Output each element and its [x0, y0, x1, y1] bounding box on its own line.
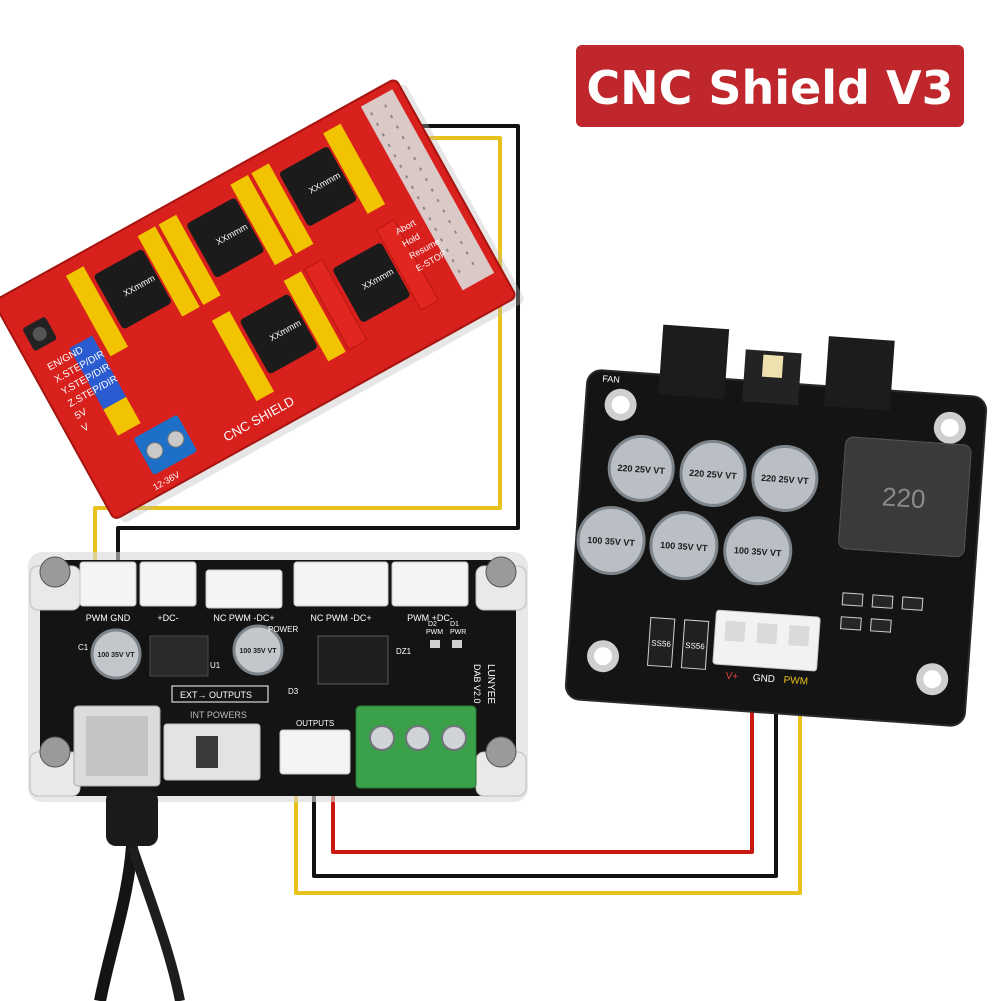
wire-harness	[93, 124, 802, 895]
svg-text:D1: D1	[450, 621, 459, 628]
svg-text:PWM GND: PWM GND	[86, 613, 131, 623]
status-leds: D2 D1 PWM PWR	[426, 621, 466, 648]
inductor	[838, 436, 972, 558]
right-pin-header	[360, 89, 495, 291]
svg-text:PWR: PWR	[450, 629, 466, 636]
outputs-connector	[279, 729, 351, 775]
title-text: CNC Shield V3	[586, 61, 953, 115]
svg-text:100 35V VT: 100 35V VT	[660, 540, 709, 553]
wire-red-out	[331, 690, 754, 854]
fan-input-connector: V+ GND PWM	[712, 609, 821, 688]
svg-text:V: V	[80, 421, 91, 434]
standoffs	[29, 556, 527, 797]
model-label: DAB V2.0	[472, 664, 482, 704]
svg-text:PWM: PWM	[783, 675, 808, 688]
wire-yellow-pwm	[93, 136, 502, 580]
svg-text:220 25V VT: 220 25V VT	[617, 463, 666, 476]
svg-text:GND: GND	[752, 673, 775, 686]
wire-yellow-out	[294, 690, 802, 895]
svg-text:U1: U1	[210, 661, 221, 670]
svg-text:NC PWM -DC+: NC PWM -DC+	[213, 613, 274, 623]
svg-text:+DC-: +DC-	[157, 613, 178, 623]
power-terminal	[134, 415, 197, 475]
controller-board: PWM GND +DC- NC PWM -DC+ NC PWM -DC+ PWM…	[28, 552, 528, 802]
title-badge: CNC Shield V3	[576, 45, 964, 127]
brand-label: LUNYEE	[485, 664, 496, 704]
inductor-label: 220	[881, 481, 926, 514]
green-terminal-block	[355, 705, 477, 789]
svg-text:100 35V VT: 100 35V VT	[98, 652, 136, 659]
outputs-label: OUTPUTS	[296, 719, 334, 728]
svg-text:220 25V VT: 220 25V VT	[689, 468, 738, 481]
chip-label: DZ1	[396, 647, 412, 656]
svg-text:220 25V VT: 220 25V VT	[761, 473, 810, 486]
capacitors-top: 220 25V VT 220 25V VT 220 25V VT	[607, 434, 819, 512]
diode-label-1: SS56	[651, 639, 672, 649]
diode-label-2: SS56	[685, 641, 706, 651]
svg-text:C1: C1	[78, 643, 89, 652]
wire-black-gnd	[116, 124, 520, 580]
int-power-label: INT POWERS	[190, 710, 247, 720]
stepper-driver-slots: XXmmm XXmmm XXmmm XXmmm XXmmm	[65, 123, 440, 402]
svg-text:100 35V VT: 100 35V VT	[587, 535, 636, 548]
svg-text:NC PWM -DC+: NC PWM -DC+	[310, 613, 371, 623]
ext-outputs-label: EXT→ OUTPUTS	[180, 690, 252, 700]
svg-text:5V: 5V	[73, 406, 89, 422]
svg-text:100 35V VT: 100 35V VT	[734, 545, 783, 558]
top-connectors: PWM GND +DC- NC PWM -DC+ NC PWM -DC+ PWM…	[79, 561, 469, 623]
wire-black-out	[312, 690, 778, 878]
svg-text:D3: D3	[288, 687, 299, 696]
cnc-shield-board: XXmmm XXmmm XXmmm XXmmm XXmmm EN/GND X.S…	[0, 79, 524, 522]
svg-text:PWM +DC-: PWM +DC-	[407, 613, 453, 623]
controller-capacitors: 100 35V VT 100 35V VT	[90, 624, 284, 680]
svg-text:D2: D2	[428, 621, 437, 628]
dc-power-cable	[94, 790, 185, 1001]
fan-driver-module: FAN 220 220 25V VT 220 25V VT 220 25V VT…	[564, 324, 988, 727]
fan-label: FAN	[602, 373, 620, 384]
power-label: POWER	[268, 625, 298, 634]
capacitors-bottom: 100 35V VT 100 35V VT 100 35V VT	[576, 505, 793, 586]
svg-text:100 35V VT: 100 35V VT	[240, 648, 278, 655]
svg-text:PWM: PWM	[426, 629, 443, 636]
svg-text:V+: V+	[725, 671, 738, 683]
